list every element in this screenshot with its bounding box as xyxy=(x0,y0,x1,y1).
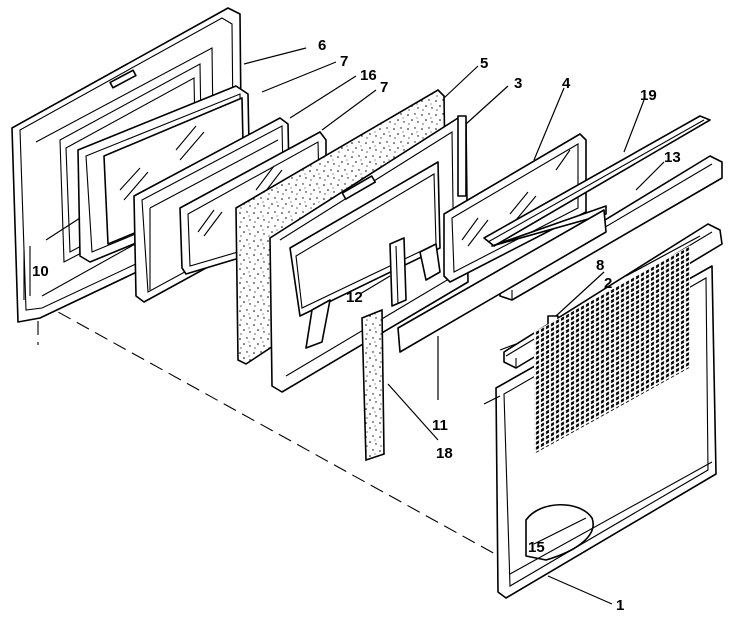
part-19-top-trim xyxy=(483,115,711,247)
callout-7b: 7 xyxy=(380,79,388,96)
callout-19: 19 xyxy=(640,87,657,104)
part-1-outer-door-panel xyxy=(495,245,717,599)
callout-12: 12 xyxy=(346,289,363,306)
callout-10: 10 xyxy=(32,263,49,280)
part-12-hinge-bracket xyxy=(389,237,407,307)
callout-15: 15 xyxy=(528,539,545,556)
callout-13: 13 xyxy=(664,149,681,166)
callout-3: 3 xyxy=(514,75,522,92)
callout-8: 8 xyxy=(596,257,604,274)
callout-7a: 7 xyxy=(340,53,348,70)
callout-2: 2 xyxy=(604,275,612,292)
leader-lines xyxy=(45,47,701,605)
callout-16: 16 xyxy=(360,67,377,84)
callout-11: 11 xyxy=(432,417,448,434)
part-4-outer-glass xyxy=(443,133,587,283)
part-11-heat-shield xyxy=(397,209,607,353)
callout-5: 5 xyxy=(480,55,488,72)
callout-6: 6 xyxy=(318,37,326,54)
callout-labels: 6 7 16 7 5 3 4 19 13 8 2 10 12 11 18 15 … xyxy=(32,37,681,614)
part-18-insulation-strip xyxy=(361,308,385,462)
callout-1: 1 xyxy=(616,597,624,614)
callout-18: 18 xyxy=(436,445,453,462)
assembly-guide-line xyxy=(39,301,507,561)
part-3-door-liner xyxy=(269,115,469,393)
callout-4: 4 xyxy=(562,75,571,92)
